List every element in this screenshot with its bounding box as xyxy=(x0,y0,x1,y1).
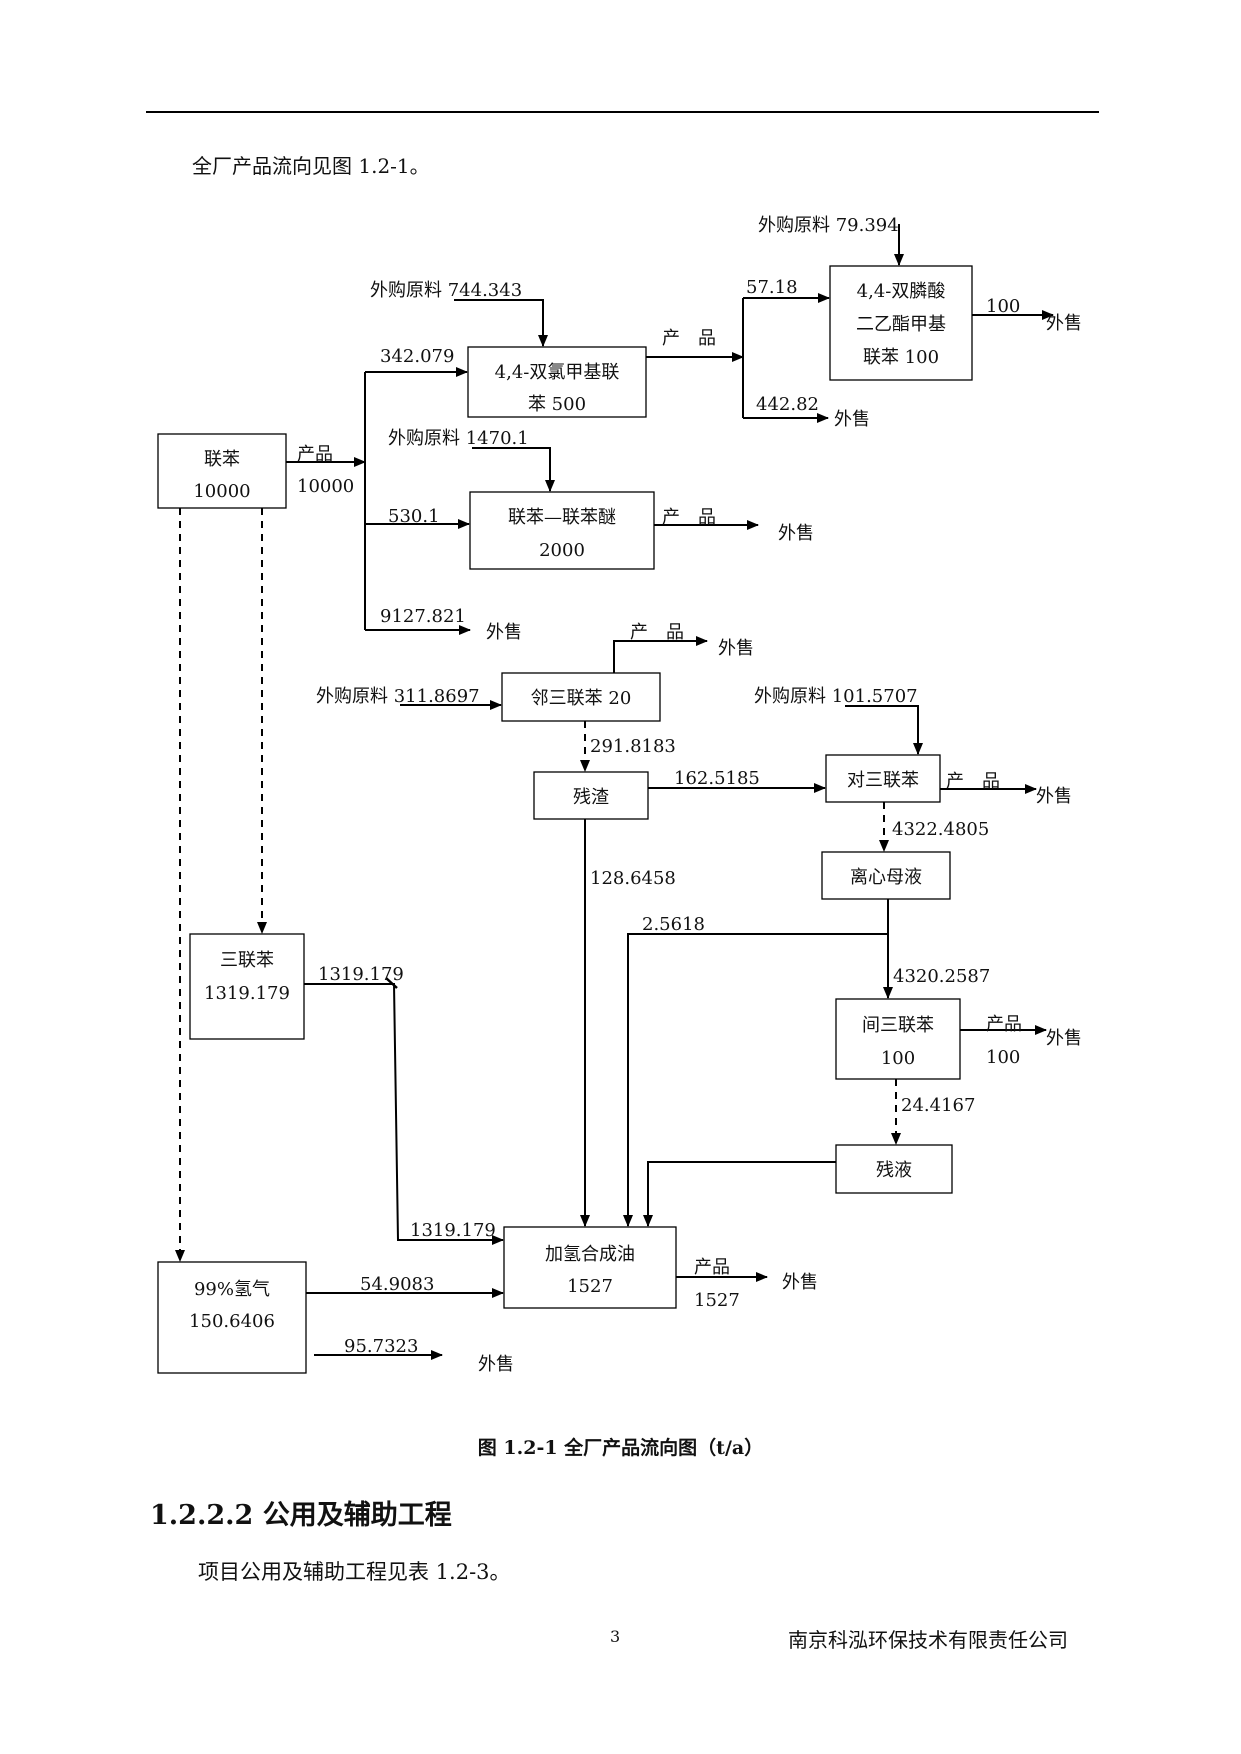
label-buy-1470: 外购原料 1470.1 xyxy=(388,428,529,449)
box-bpe xyxy=(829,265,973,381)
label-1319-179-out: 1319.179 xyxy=(318,964,404,985)
box-bcmb-line1: 4,4-双氯甲基联 xyxy=(495,362,620,383)
box-residue-line1: 残渣 xyxy=(573,787,609,808)
box-bpe2-line1: 联苯—联苯醚 xyxy=(508,507,616,528)
header-rule xyxy=(146,111,1099,113)
label-sell-hoil: 外售 xyxy=(782,1272,818,1293)
box-biphenyl xyxy=(157,433,287,509)
flow-resliq-hoil xyxy=(643,1161,836,1227)
box-mother-line1: 离心母液 xyxy=(850,867,922,888)
feed-744 xyxy=(454,299,548,347)
label-product-hoil: 产品 xyxy=(694,1257,730,1278)
box-pter-line1: 对三联苯 xyxy=(847,770,919,791)
box-hoil-line1: 加氢合成油 xyxy=(545,1244,635,1265)
box-bpe-line3: 联苯 100 xyxy=(863,347,939,368)
box-hoil xyxy=(503,1226,677,1309)
box-h2-line2: 150.6406 xyxy=(189,1311,275,1332)
product-flow-diagram: 联苯 10000 4,4-双氯甲基联 苯 500 4,4-双膦酸 二乙酯甲基 联… xyxy=(157,215,1082,1375)
flow-2561 xyxy=(623,933,888,1227)
label-100-mter: 100 xyxy=(986,1047,1020,1068)
footer-company: 南京科泓环保技术有限责任公司 xyxy=(788,1628,1068,1652)
figure-caption: 图 1.2-1 全厂产品流向图（t/a） xyxy=(477,1437,764,1459)
box-h2 xyxy=(157,1261,307,1374)
label-57-18: 57.18 xyxy=(746,277,798,298)
label-product-pter: 产 品 xyxy=(946,771,1000,792)
box-oter-line1: 邻三联苯 20 xyxy=(531,688,632,709)
box-bpe2 xyxy=(469,491,655,570)
label-product-oter: 产 品 xyxy=(630,622,684,643)
box-hoil-line2: 1527 xyxy=(567,1276,613,1297)
box-h2-line1: 99%氢气 xyxy=(194,1279,270,1300)
label-sell-9127: 外售 xyxy=(486,622,522,643)
label-sell-bpe2: 外售 xyxy=(778,523,814,544)
label-buy-311: 外购原料 311.8697 xyxy=(316,686,480,707)
label-sell-957: 外售 xyxy=(478,1354,514,1375)
box-bpe2-line2: 2000 xyxy=(539,540,585,561)
box-bcmb-line2: 苯 500 xyxy=(528,394,586,415)
label-sell-oter: 外售 xyxy=(718,638,754,659)
label-sell-442: 外售 xyxy=(834,409,870,430)
box-bpe-line2: 二乙酯甲基 xyxy=(856,314,946,335)
box-tri xyxy=(189,933,305,1040)
box-biphenyl-line2: 10000 xyxy=(193,481,250,502)
box-tri-line2: 1319.179 xyxy=(204,983,290,1004)
box-bpe-line1: 4,4-双膦酸 xyxy=(857,281,946,302)
label-sell-mter: 外售 xyxy=(1046,1028,1082,1049)
box-mter-line1: 间三联苯 xyxy=(862,1015,934,1036)
page-number: 3 xyxy=(610,1627,621,1646)
box-oter xyxy=(501,672,661,722)
label-1527-flow: 1527 xyxy=(694,1290,740,1311)
box-bcmb xyxy=(467,346,647,418)
box-biphenyl-line1: 联苯 xyxy=(204,449,240,470)
flow-oter-sell xyxy=(613,636,708,673)
label-buy-101: 外购原料 101.5707 xyxy=(754,686,918,707)
box-mter xyxy=(835,998,961,1080)
label-162-5185: 162.5185 xyxy=(674,768,760,789)
box-mter-line2: 100 xyxy=(881,1048,915,1069)
label-sell-bpe: 外售 xyxy=(1046,313,1082,334)
label-442-82: 442.82 xyxy=(756,394,819,415)
label-10000-flow: 10000 xyxy=(297,476,354,497)
section-body-text: 项目公用及辅助工程见表 1.2-3。 xyxy=(198,1560,511,1584)
label-530-1: 530.1 xyxy=(388,506,440,527)
label-buy-79: 外购原料 79.394 xyxy=(758,215,899,236)
label-128-6458: 128.6458 xyxy=(590,868,676,889)
label-9127-821: 9127.821 xyxy=(380,606,466,627)
label-2-5618: 2.5618 xyxy=(642,914,705,935)
label-product-biphenyl: 产品 xyxy=(297,444,333,465)
label-4322-4805: 4322.4805 xyxy=(892,819,989,840)
box-residue xyxy=(533,771,649,820)
flow-tri-hoil xyxy=(304,983,504,1245)
label-24-4167: 24.4167 xyxy=(901,1095,975,1116)
feed-101 xyxy=(845,705,923,755)
label-product-mter: 产品 xyxy=(986,1014,1022,1035)
label-buy-744: 外购原料 744.343 xyxy=(370,280,522,301)
box-tri-line1: 三联苯 xyxy=(220,950,274,971)
section-heading: 1.2.2.2 公用及辅助工程 xyxy=(150,1500,452,1531)
label-4320-2587: 4320.2587 xyxy=(893,966,990,987)
label-291-8183: 291.8183 xyxy=(590,736,676,757)
label-95-7323: 95.7323 xyxy=(344,1336,418,1357)
intro-text: 全厂产品流向见图 1.2-1。 xyxy=(192,154,430,178)
label-product-bcmb: 产 品 xyxy=(662,328,716,349)
box-mother xyxy=(821,851,951,900)
label-54-9083: 54.9083 xyxy=(360,1274,434,1295)
label-100-bpe: 100 xyxy=(986,296,1020,317)
tri-arrow-stub xyxy=(385,977,398,989)
label-342-079: 342.079 xyxy=(380,346,454,367)
feed-1470 xyxy=(472,447,555,492)
label-1319-179-in: 1319.179 xyxy=(410,1220,496,1241)
box-resliq xyxy=(835,1144,953,1194)
label-sell-pter: 外售 xyxy=(1036,786,1072,807)
box-resliq-line1: 残液 xyxy=(876,1160,912,1181)
label-product-bpe2: 产 品 xyxy=(662,507,716,528)
